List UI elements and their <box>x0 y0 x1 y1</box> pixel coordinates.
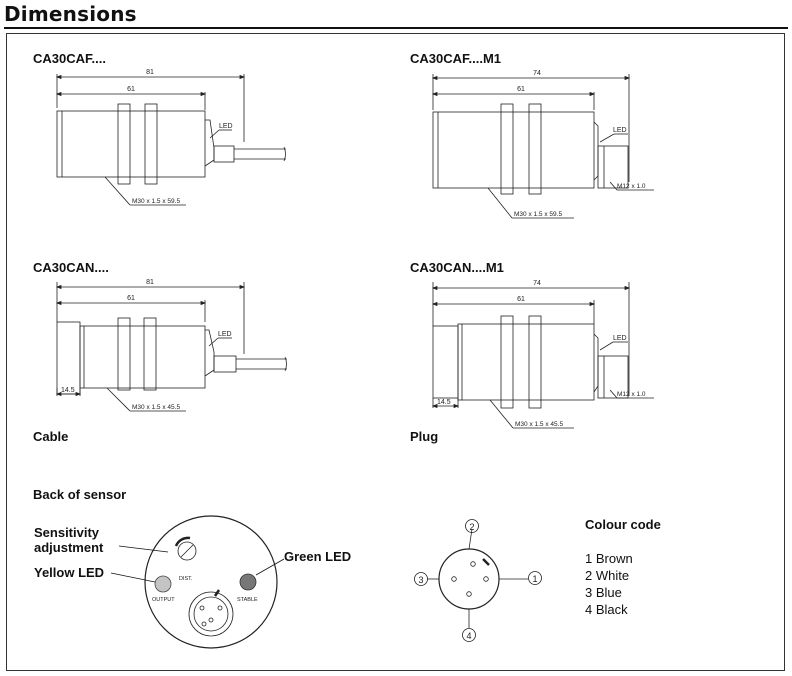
colour-code-item: 1 Brown <box>585 551 633 566</box>
colour-code-item: 2 White <box>585 568 630 583</box>
green-led-label: Green LED <box>284 549 352 564</box>
sensitivity-label-line1: Sensitivity <box>34 525 100 540</box>
can-thread-spec: M30 x 1.5 x 45.5 <box>132 404 180 411</box>
can-m1-thread-spec: M30 x 1.5 x 45.5 <box>515 421 563 428</box>
pin-3-label: 3 <box>418 575 423 585</box>
m12-connector <box>188 591 234 637</box>
sensitivity-label-line2: adjustment <box>34 540 104 555</box>
model-caf-m1-heading: CA30CAF....M1 <box>410 51 502 66</box>
caf-m1-overall-length: 74 <box>533 70 541 77</box>
caf-m1-body-length: 61 <box>517 86 525 93</box>
content-frame <box>6 33 785 671</box>
can-cap-length: 14.5 <box>61 387 75 394</box>
back-of-sensor-heading: Back of sensor <box>33 487 127 502</box>
caf-thread-spec: M30 x 1.5 x 59.5 <box>132 198 180 205</box>
yellow-led-label: Yellow LED <box>34 565 105 580</box>
can-m1-overall-length: 74 <box>533 280 541 287</box>
plug-caption: Plug <box>410 429 439 444</box>
drawing-caf-m1 <box>431 74 654 219</box>
pin-1-marker <box>528 571 542 585</box>
output-label: OUTPUT <box>152 597 175 603</box>
model-caf-heading: CA30CAF.... <box>33 51 106 66</box>
dist-label: DIST. <box>179 576 193 582</box>
drawing-can-m1 <box>431 282 654 429</box>
can-m1-led-label: LED <box>613 335 627 342</box>
pin-3-marker <box>414 572 428 586</box>
drawing-can <box>55 282 287 412</box>
sensor-back-face <box>144 515 278 649</box>
cable-caption: Cable <box>33 429 69 444</box>
drawing-caf <box>55 74 286 206</box>
connector-pinout <box>414 519 542 642</box>
colour-code-item: 3 Blue <box>585 585 622 600</box>
title-rule <box>4 27 788 29</box>
can-body-length: 61 <box>127 295 135 302</box>
caf-body-length: 61 <box>127 86 135 93</box>
caf-m1-plug-spec: M12 x 1.0 <box>617 183 646 190</box>
colour-code-heading: Colour code <box>585 517 661 532</box>
pin-4-label: 4 <box>466 631 471 641</box>
can-m1-body-length: 61 <box>517 296 525 303</box>
colour-code-item: 4 Black <box>585 602 628 617</box>
back-of-sensor <box>110 515 285 649</box>
page-title: Dimensions <box>4 2 137 26</box>
caf-led-label: LED <box>219 123 233 130</box>
can-overall-length: 81 <box>146 279 154 286</box>
can-m1-cap-length: 14.5 <box>437 399 451 406</box>
pin-4-marker <box>462 628 476 642</box>
potentiometer-arc <box>174 536 191 547</box>
caf-m1-thread-spec: M30 x 1.5 x 59.5 <box>514 211 562 218</box>
stable-label: STABLE <box>237 597 258 603</box>
can-led-label: LED <box>218 331 232 338</box>
pin-1-label: 1 <box>532 574 537 584</box>
caf-overall-length: 81 <box>146 69 154 76</box>
model-can-m1-heading: CA30CAN....M1 <box>410 260 504 275</box>
yellow-led <box>154 575 172 593</box>
green-led <box>239 573 257 591</box>
caf-m1-led-label: LED <box>613 127 627 134</box>
model-can-heading: CA30CAN.... <box>33 260 109 275</box>
can-m1-plug-spec: M12 x 1.0 <box>617 391 646 398</box>
pin-2-label: 2 <box>469 522 474 532</box>
pin-2-marker <box>465 519 479 533</box>
